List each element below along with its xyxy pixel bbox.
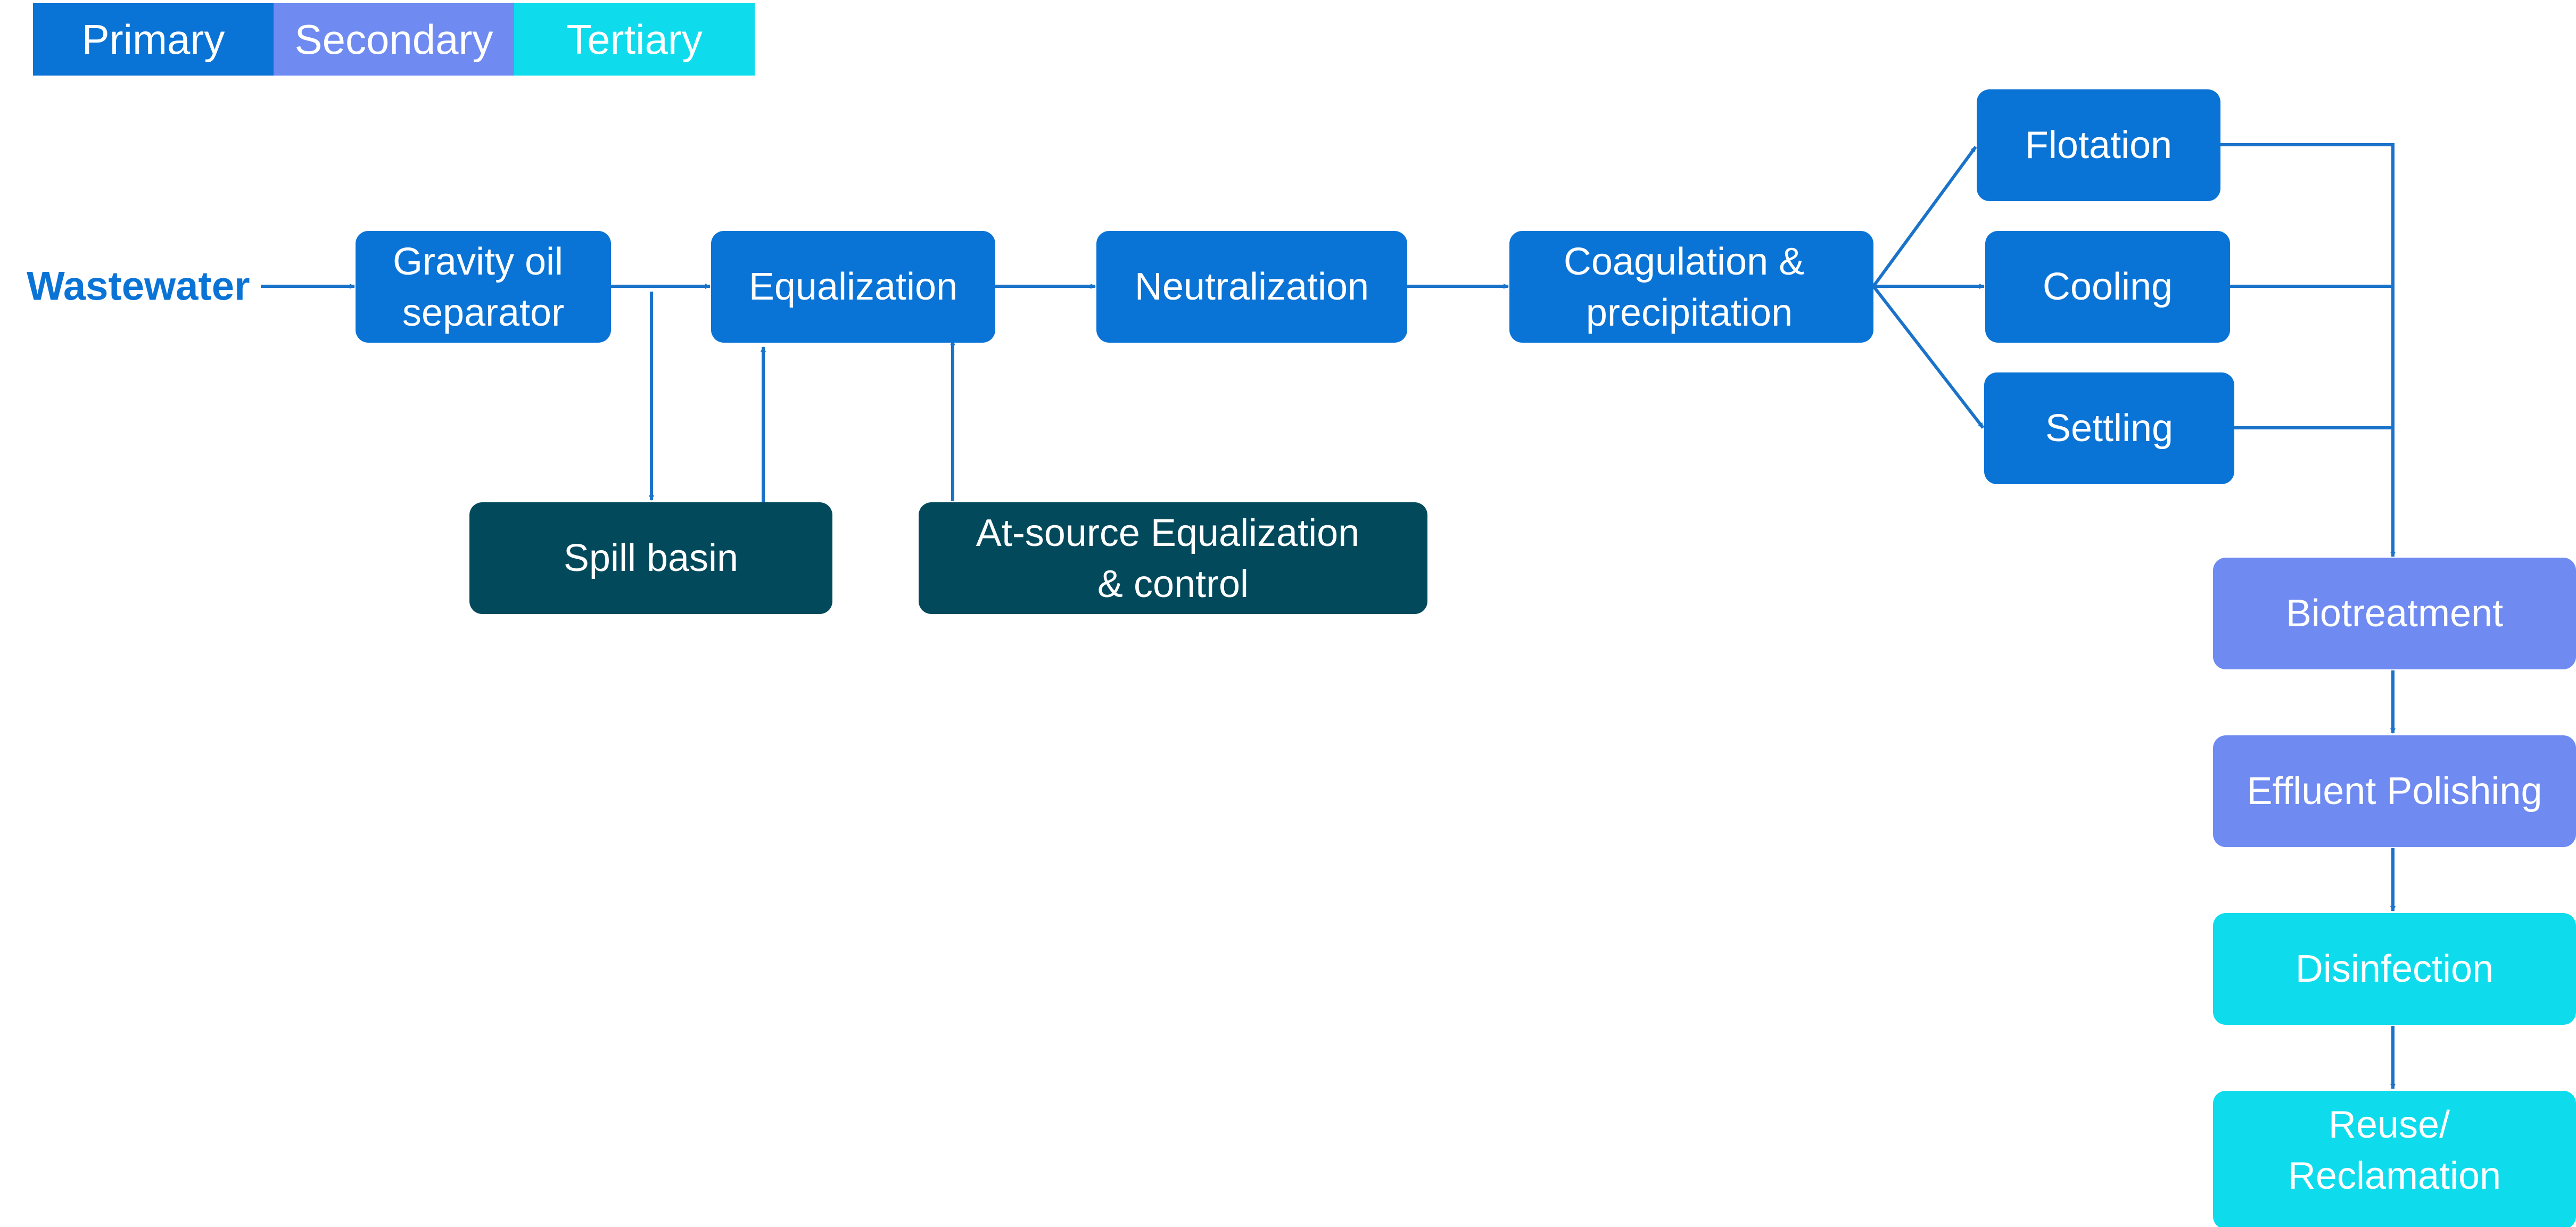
node-flotation (1977, 89, 2220, 201)
node-neutralization (1096, 231, 1407, 343)
node-biotreatment-label: Biotreatment (2286, 592, 2503, 635)
node-neutralization-label: Neutralization (1135, 266, 1369, 308)
node-disinfection (2213, 913, 2576, 1025)
node-gravity-oil-separator (356, 231, 611, 343)
node-at-source-equalization (919, 502, 1427, 614)
connectors (261, 143, 2396, 1089)
node-coagulation-precipitation (1509, 231, 1873, 343)
nodes: Gravity oil separator Equalization Neutr… (356, 89, 2576, 1227)
node-flotation-label: Flotation (2025, 124, 2172, 167)
node-reuse-reclamation-label: Reuse/ Reclamation (2288, 1104, 2501, 1197)
node-at-source-equalization-label: At-source Equalization & control (976, 512, 1370, 606)
node-biotreatment (2213, 558, 2576, 669)
arrow-coagulation-to-flotation (1872, 146, 1977, 287)
node-equalization (711, 231, 995, 343)
node-cooling (1985, 231, 2230, 343)
line-flotation-collector (2220, 143, 2396, 557)
node-settling (1984, 372, 2234, 484)
node-cooling-label: Cooling (2043, 266, 2173, 308)
legend-tertiary-label: Tertiary (566, 16, 703, 63)
legend-secondary-swatch (274, 3, 514, 76)
legend-primary-swatch (33, 3, 274, 76)
node-spill-basin-label: Spill basin (564, 537, 738, 579)
node-gravity-oil-separator-label: Gravity oil separator (393, 241, 574, 334)
node-spill-basin (469, 502, 832, 614)
wastewater-label: Wastewater (27, 264, 250, 309)
legend-secondary-label: Secondary (295, 16, 493, 63)
legend-tertiary-swatch (514, 3, 755, 76)
legend-primary-label: Primary (82, 16, 225, 63)
node-reuse-reclamation (2213, 1091, 2576, 1227)
node-effluent-polishing-label: Effluent Polishing (2247, 770, 2542, 813)
node-equalization-label: Equalization (749, 266, 957, 308)
node-coagulation-precipitation-label: Coagulation & precipitation (1564, 241, 1815, 334)
legend: Primary Secondary Tertiary (33, 3, 755, 76)
node-disinfection-label: Disinfection (2296, 948, 2494, 990)
node-settling-label: Settling (2045, 407, 2173, 450)
node-effluent-polishing (2213, 735, 2576, 847)
arrow-coagulation-to-settling (1872, 285, 1985, 429)
